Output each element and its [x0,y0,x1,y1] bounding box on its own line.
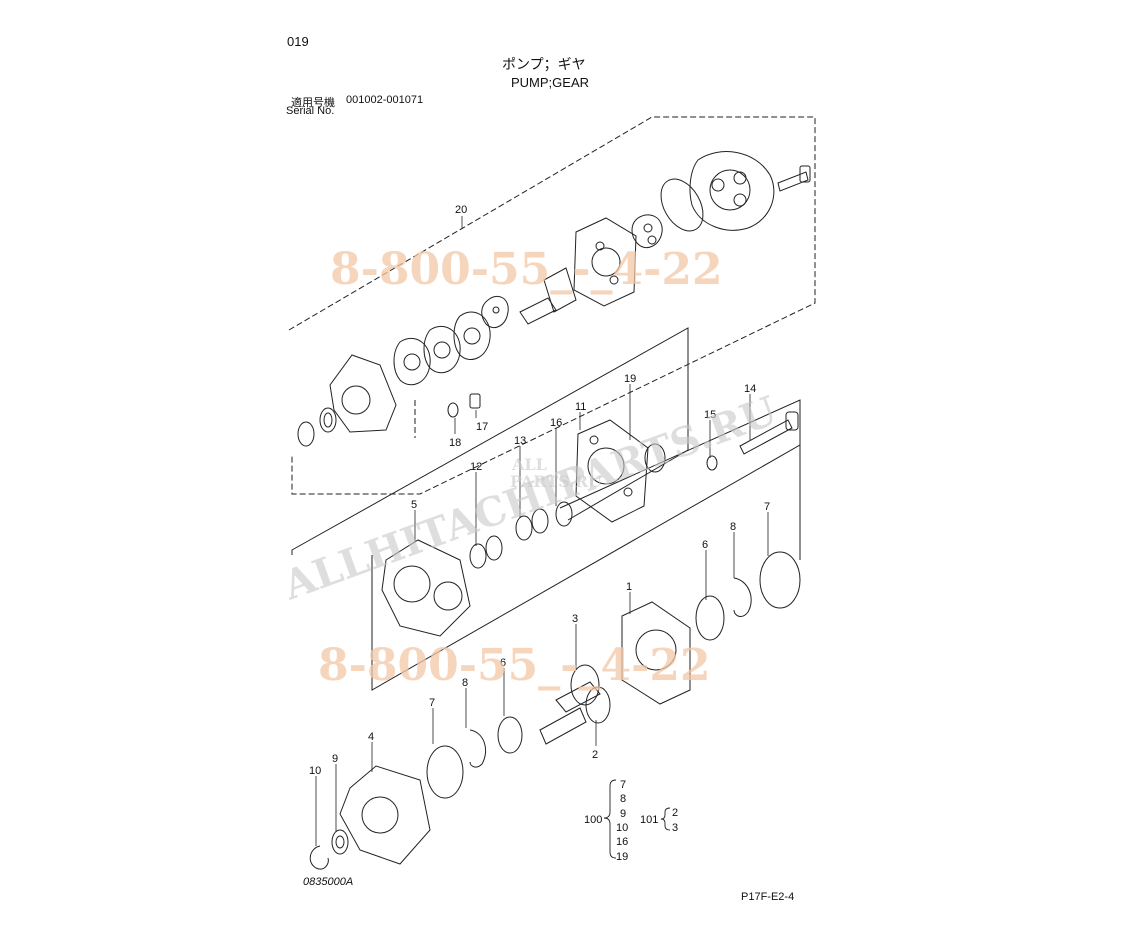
callout-12: 12 [470,461,482,473]
gasket-7-lower [426,745,464,799]
kit-101-brace [660,807,671,831]
leader-lines [315,216,769,846]
watermark-phone-bottom: 8-800-55_-_4-22 [318,640,711,691]
bushing-13 [515,508,549,541]
callout-9: 9 [332,753,338,765]
serial-label-english: Serial No. [286,105,335,117]
callout-8-upper: 8 [730,521,736,533]
kit-100-item: 7 [620,779,626,791]
oring-19 [644,443,666,473]
backup-ring-8-upper [733,577,752,617]
gear-shaft-20 [519,267,577,325]
callout-15: 15 [704,409,716,421]
callout-5: 5 [411,499,417,511]
body-5 [381,539,471,637]
kit-101-item: 3 [672,822,678,834]
side-plate-20c [393,337,431,386]
figure-code: 0835000A [303,876,354,888]
callout-7-lower: 7 [429,697,435,709]
fitting-17 [469,393,481,409]
assembly-lower-outline [291,327,801,691]
kit-100-item: 19 [616,851,628,863]
watermark-logo-top: ALL [511,455,547,474]
kit-100-item: 8 [620,793,626,805]
backup-ring-8-lower [469,729,486,768]
callout-6-upper: 6 [702,539,708,551]
gear-shaft-2 [539,686,611,745]
callout-7-upper: 7 [764,501,770,513]
callout-19: 19 [624,373,636,385]
bushing-12 [469,535,503,569]
kit-100-brace [603,779,617,859]
serial-label-japanese: 適用号機 [291,97,335,109]
seal-plate-20a [481,296,509,328]
watermark-phone-top: 8-800-55_-_4-22 [330,244,723,295]
callout-13: 13 [514,435,526,447]
washer-18 [447,402,459,418]
assembly-20-outline [288,116,816,495]
callout-11: 11 [575,401,586,413]
callout-10: 10 [309,765,321,777]
side-plate-20a [453,311,491,360]
snap-ring-20 [297,421,315,447]
bolt-top [777,165,811,192]
callout-4: 4 [368,731,374,743]
kit-100: 100 7 8 9 10 16 19 [584,779,628,863]
callout-18: 18 [449,437,461,449]
side-plate-20b [423,325,461,374]
callout-1: 1 [626,581,632,593]
side-plate-6-upper [695,595,725,641]
kit-101-item: 2 [672,807,678,819]
sheet-reference: P17F-E2-4 [741,891,795,903]
oring-large-top [660,178,704,232]
side-plate-6-lower [497,716,523,754]
gear-housing-20 [573,217,637,307]
callout-8-lower: 8 [462,677,468,689]
kit-100-item: 16 [616,836,628,848]
seal-20 [319,407,337,433]
kit-101-label: 101 [640,814,658,826]
callout-6-lower: 6 [500,657,506,669]
kit-100-label: 100 [584,814,602,826]
kit-101: 101 2 3 [640,807,678,834]
front-cover-4 [339,765,431,865]
snap-ring-10 [309,845,329,870]
gasket-7-upper [759,551,801,609]
callout-17: 17 [476,421,488,433]
callout-14: 14 [744,383,756,395]
front-cover-20 [329,354,397,433]
watermark-logo-bottom: PARTS.RU [510,472,602,491]
serial-range: 001002-001071 [346,94,424,106]
bolt-14 [739,411,799,455]
callout-20: 20 [455,204,467,216]
gear-3 [555,664,601,713]
seal-plate-top [631,214,663,248]
title-english: PUMP;GEAR [511,75,590,90]
washer-15 [706,455,718,471]
kit-100-item: 9 [620,808,626,820]
oil-seal-9 [331,829,349,855]
callout-labels: 20 19 11 14 15 16 13 12 18 17 5 1 6 8 7 … [309,204,770,777]
title-japanese: ポンプ；ギヤ [502,56,586,72]
rear-cover-20 [689,151,775,231]
callout-2: 2 [592,749,598,761]
callout-16: 16 [550,417,562,429]
kit-100-item: 10 [616,822,628,834]
oring-16 [555,501,573,527]
gear-case-1 [621,601,691,705]
page-number: 019 [287,34,309,49]
callout-3: 3 [572,613,578,625]
cover-plate-11 [575,419,649,523]
